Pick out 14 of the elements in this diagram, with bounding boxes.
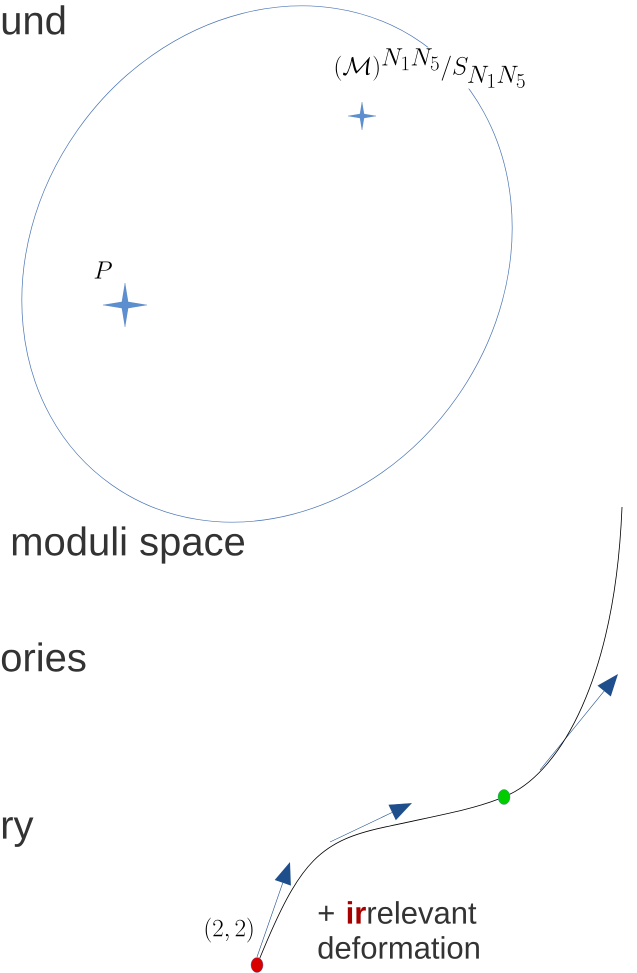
curve — [259, 798, 498, 959]
heading-text: moduli space — [12, 526, 244, 564]
annotation-text: + irrelevant deformation — [318, 901, 479, 959]
math-label: $P$ — [92, 260, 114, 280]
math-label: $(2,2)$ — [202, 916, 256, 944]
math-label: $(\mathcal{M})^{N_1 N_5}/S_{N_1 N_5}$ — [332, 47, 528, 89]
heading-text: ry — [2, 817, 34, 847]
heading-text: ories — [2, 642, 86, 672]
star-marker — [348, 102, 376, 130]
point-dot — [250, 957, 264, 973]
curve — [509, 506, 622, 795]
point-dot — [498, 789, 510, 805]
heading-text: und — [2, 5, 64, 35]
star-marker — [102, 282, 148, 328]
